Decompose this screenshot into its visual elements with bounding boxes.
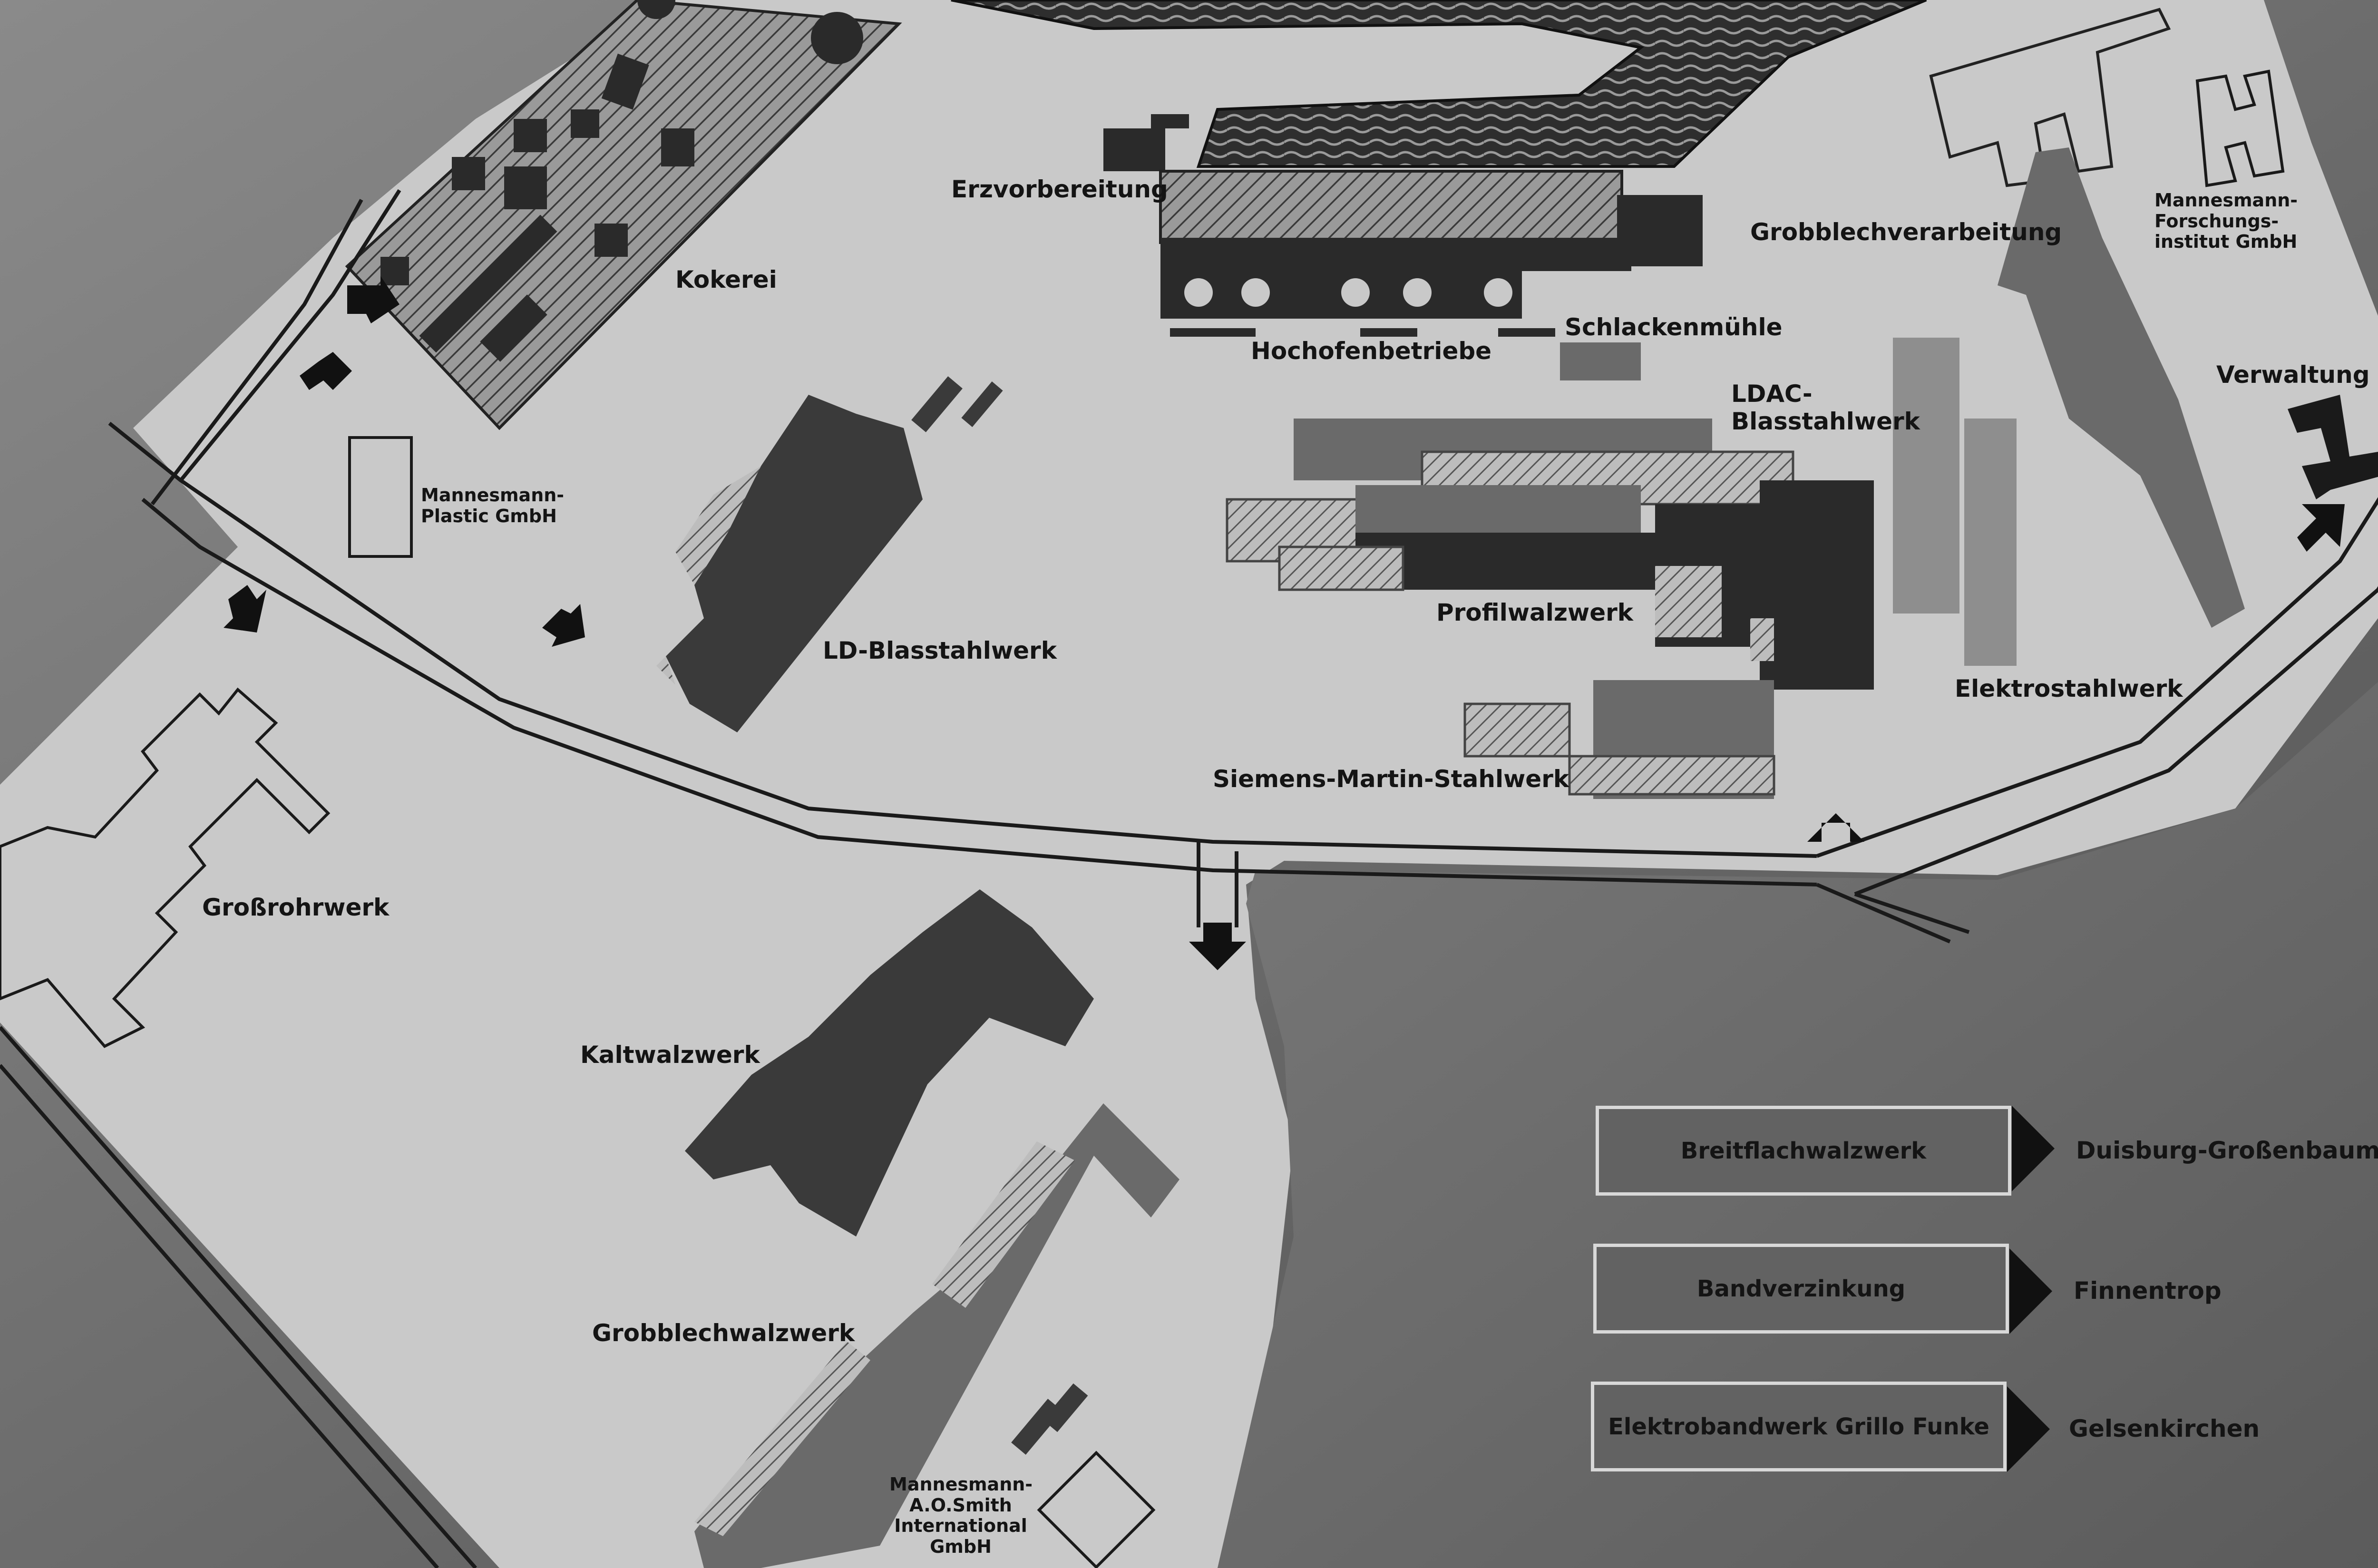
grobblechwalzwerk-block [694,1103,1179,1568]
label-plastic: Mannesmann-Plastic GmbH [421,485,565,526]
label-verwaltung: Verwaltung [2216,361,2370,389]
access-arrows [224,276,2345,970]
arrow-icon [542,604,585,647]
arrow-icon [347,276,400,323]
legend-location-duisburg: Duisburg-Großenbaum [2076,1137,2378,1164]
river-water [951,0,1927,168]
label-kaltwalzwerk: Kaltwalzwerk [580,1041,760,1069]
label-grossrohrwerk: Großrohrwerk [202,894,390,921]
legend-location-finnentrop: Finnentrop [2074,1277,2222,1305]
arrow-icon [224,585,266,633]
legend-box-bandverzinkung: Bandverzinkung [1593,1244,2009,1334]
label-schlackenmuehle: Schlackenmühle [1565,313,1783,341]
legend-box-breitflachwalzwerk: Breitflachwalzwerk [1596,1106,2011,1196]
legend-arrow-icon [2009,1248,2052,1334]
label-siemens-martin: Siemens-Martin-Stahlwerk [1213,765,1569,793]
grobblechverarbeitung-block [1929,8,2245,628]
legend-plant-label: Elektrobandwerk Grillo Funke [1608,1413,1989,1440]
ld-blasstahlwerk-block [656,376,1003,732]
label-profilwalzwerk: Profilwalzwerk [1436,599,1634,626]
label-kokerei: Kokerei [675,266,777,293]
forschungsinstitut-building [2195,69,2285,187]
label-hochofenbetriebe: Hochofenbetriebe [1251,337,1492,365]
kokerei-block [345,0,902,430]
legend-arrows [2007,1106,2055,1472]
label-elektrostahlwerk: Elektrostahlwerk [1955,675,2183,702]
label-forschungsinstitut: Mannesmann-Forschungs-institut GmbH [2154,190,2298,253]
siemens-martin-block [1463,680,1775,799]
label-grobblechverarbeitung: Grobblechverarbeitung [1750,218,2062,246]
verwaltung-building [2288,395,2378,499]
arrow-icon [2297,504,2345,552]
label-aosmith: Mannesmann-A.O.Smith International GmbH [889,1474,1033,1558]
label-grobblechwalzwerk: Grobblechwalzwerk [592,1319,855,1347]
blast-furnace-complex [1103,114,1703,380]
elektrostahlwerk-block [1893,338,2017,666]
grossrohrwerk-building [0,687,331,1048]
road-network [0,189,2378,1568]
arrow-icon [1807,813,1864,842]
plastic-gmbh-building [348,436,413,558]
kaltwalzwerk-block [685,889,1094,1237]
legend-arrow-icon [2012,1106,2055,1191]
arrow-icon [1189,923,1246,970]
legend-plant-label: Bandverzinkung [1696,1275,1906,1302]
legend-plant-label: Breitflachwalzwerk [1680,1137,1927,1164]
label-ld-blasstahlwerk: LD-Blasstahlwerk [823,637,1057,664]
ldac-profil-complex [1226,419,1874,690]
label-erzvorbereitung: Erzvorbereitung [951,175,1168,203]
label-ldac: LDAC-Blasstahlwerk [1731,380,1920,435]
aosmith-building [1037,1451,1156,1568]
arrow-icon [300,352,352,390]
legend-box-elektrobandwerk: Elektrobandwerk Grillo Funke [1591,1382,2007,1471]
legend-arrow-icon [2007,1386,2050,1472]
legend-location-gelsenkirchen: Gelsenkirchen [2069,1415,2260,1442]
